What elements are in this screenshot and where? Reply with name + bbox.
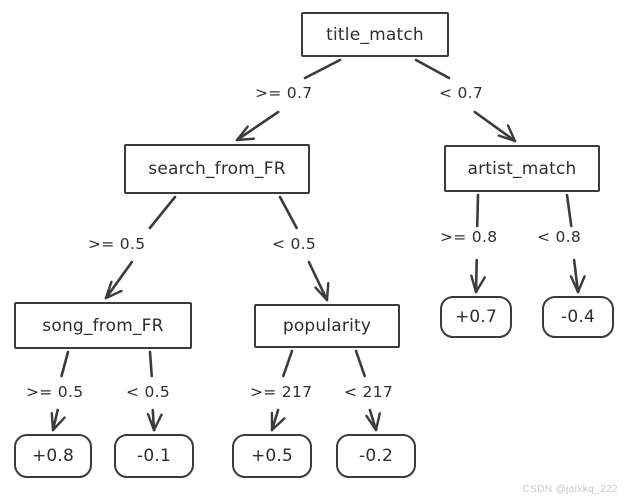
node-label: title_match: [326, 24, 424, 45]
edge-label-e8: < 0.5: [126, 383, 171, 401]
leaf-node-leaf_p05: +0.5: [232, 434, 312, 478]
leaf-node-leaf_m04: -0.4: [542, 296, 614, 338]
node-label: search_from_FR: [148, 159, 286, 179]
node-label: +0.5: [250, 446, 294, 466]
node-label: song_from_FR: [42, 315, 164, 336]
decision-node-artist_match: artist_match: [444, 145, 600, 192]
edge-label-e3: >= 0.5: [88, 235, 146, 253]
leaf-node-leaf_m02: -0.2: [336, 434, 416, 478]
leaf-node-leaf_m01: -0.1: [114, 434, 194, 478]
edge-label-e2: < 0.7: [439, 84, 484, 102]
node-label: artist_match: [467, 158, 577, 179]
node-label: -0.4: [561, 307, 595, 327]
edge-label-e4: < 0.5: [272, 235, 317, 253]
decision-node-search_from_FR: search_from_FR: [124, 144, 310, 194]
edge-label-e5: >= 0.8: [440, 228, 498, 246]
node-label: +0.7: [454, 307, 498, 327]
edge-label-e6: < 0.8: [537, 228, 582, 246]
edge-label-e7: >= 0.5: [26, 383, 84, 401]
node-label: +0.8: [31, 446, 75, 466]
watermark: CSDN @jaixkq_222: [522, 484, 618, 495]
decision-node-popularity: popularity: [254, 304, 400, 348]
decision-node-title_match: title_match: [301, 12, 449, 57]
edge-label-e9: >= 217: [250, 383, 313, 401]
decision-node-song_from_FR: song_from_FR: [14, 302, 192, 349]
node-label: -0.1: [137, 446, 171, 466]
edge-label-e10: < 217: [344, 383, 393, 401]
leaf-node-leaf_p07: +0.7: [440, 296, 512, 338]
edge-label-e1: >= 0.7: [255, 84, 313, 102]
leaf-node-leaf_p08: +0.8: [14, 434, 92, 478]
node-label: popularity: [282, 316, 372, 336]
node-label: -0.2: [359, 446, 393, 466]
